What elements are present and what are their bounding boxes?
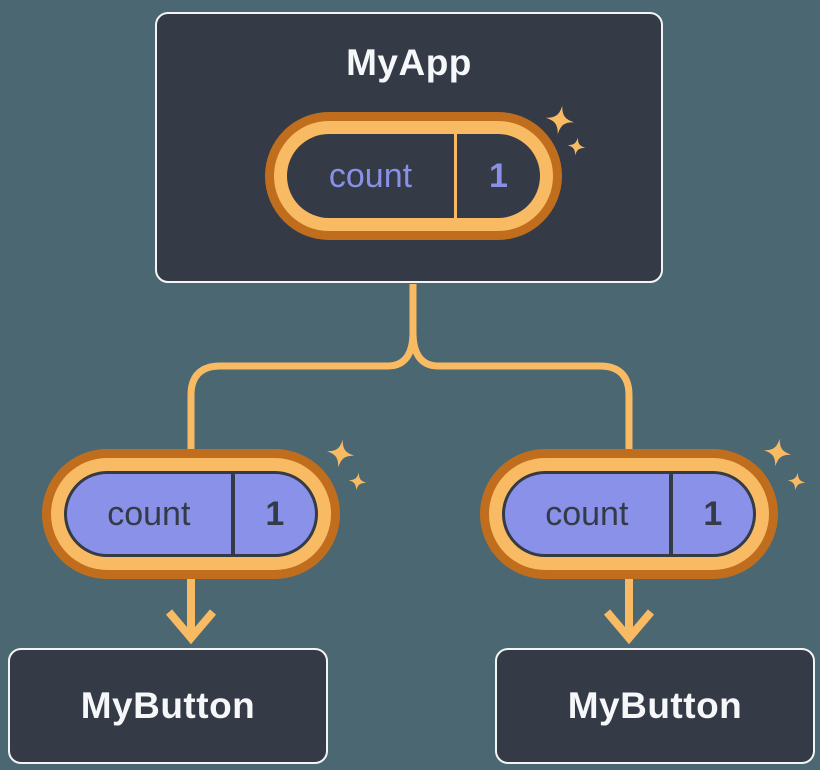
arrow-down-left-head <box>165 609 217 645</box>
mybutton-right-component-title: MyButton <box>567 685 743 726</box>
pill-divider <box>230 474 235 554</box>
prop-pill-mybutton-right: count 1 <box>480 449 778 579</box>
prop-pill-mybutton-left: count 1 <box>42 449 340 579</box>
prop-name-label: count <box>107 494 191 533</box>
sparkle-icon <box>322 435 360 473</box>
prop-value-label: 1 <box>703 494 723 533</box>
sparkle-icon <box>759 434 797 472</box>
mybutton-left-component-title: MyButton <box>80 685 256 726</box>
prop-pill-ring: count 1 <box>489 458 769 570</box>
sparkle-icon <box>345 469 369 493</box>
branch-line-right <box>409 284 633 450</box>
mybutton-right-component-node: MyButton <box>495 648 815 764</box>
state-name-label: count <box>328 156 413 195</box>
branch-line-left <box>187 284 417 450</box>
mybutton-left-component-node: MyButton <box>8 648 328 764</box>
state-pill-ring: count 1 <box>274 121 553 231</box>
prop-name-label: count <box>545 494 629 533</box>
prop-pill-ring: count 1 <box>51 458 331 570</box>
state-value-label: 1 <box>489 156 508 195</box>
prop-value-label: 1 <box>265 494 285 533</box>
state-pill-myapp: count 1 <box>265 112 562 240</box>
arrow-down-right-head <box>603 609 655 645</box>
pill-divider <box>668 474 673 554</box>
pill-divider <box>453 134 457 218</box>
sparkle-icon <box>784 469 808 493</box>
myapp-component-title: MyApp <box>346 42 472 83</box>
